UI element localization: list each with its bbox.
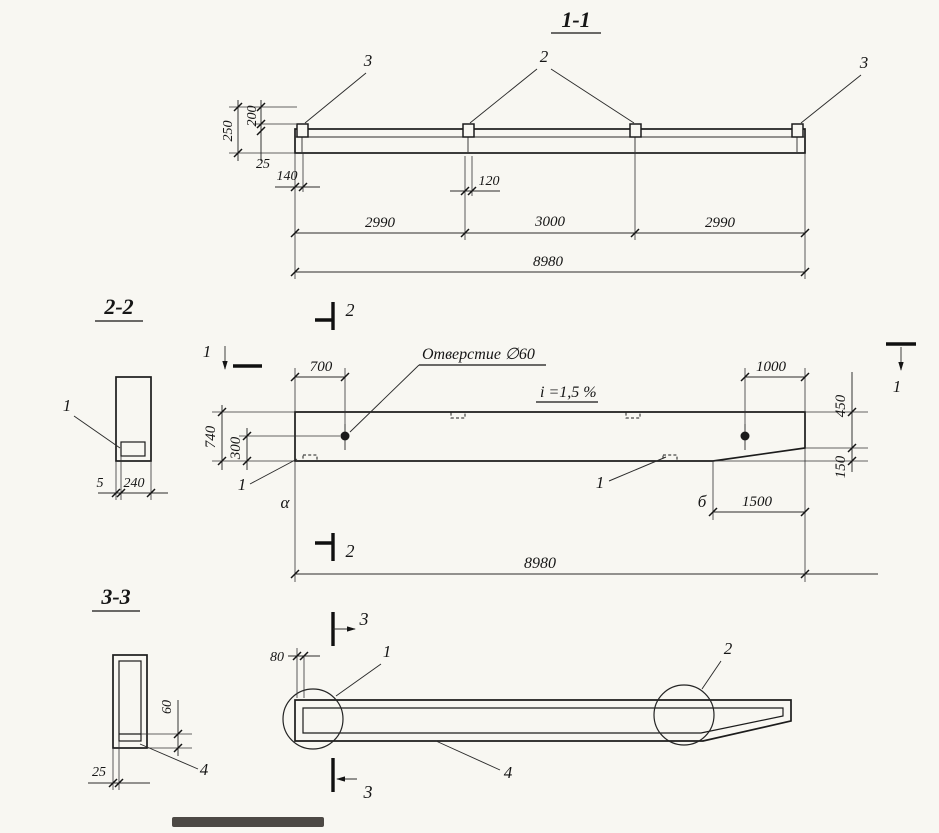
slope-note: i =1,5 % [540, 384, 597, 401]
dim-25: 25 [256, 157, 270, 172]
dim-3000: 3000 [534, 214, 566, 230]
view-3-3-title: 3-3 [100, 584, 130, 609]
callout-4-bottom: 4 [504, 763, 513, 782]
s11-dimension-lines [237, 100, 805, 273]
plate-mark [662, 454, 678, 462]
note-underlines [419, 364, 598, 403]
view-1-1-title: 1-1 [561, 7, 590, 32]
view-section-1-1: 1-1 3 2 3 250 200 25 140 120 2990 3000 2… [221, 7, 868, 279]
embed-plate [462, 123, 475, 138]
dim-8980-top: 8980 [533, 254, 564, 270]
callout-1-s22: 1 [63, 396, 72, 415]
callout-2-bottom: 2 [724, 639, 733, 658]
s22-dimension-ticks [111, 488, 156, 498]
hole-right [740, 431, 750, 441]
marker-2-top: 2 [346, 300, 355, 320]
plan-body-outline [294, 411, 806, 462]
dim-150: 150 [833, 455, 849, 478]
s11-dimension-ticks [233, 102, 810, 277]
embed-plate [296, 123, 309, 138]
plate-mark [450, 411, 466, 419]
dim-700: 700 [310, 359, 333, 375]
dim-1000: 1000 [756, 359, 787, 375]
dim-240: 240 [124, 476, 145, 491]
view-section-2-2: 2-2 1 5 240 [63, 294, 168, 500]
beam-flange-lines [295, 136, 805, 152]
dim-120: 120 [479, 174, 500, 189]
dim-2990-a: 2990 [365, 215, 396, 231]
view-plan: 2 2 1 1 Отверстие ∅60 i =1,5 % 700 1000 … [203, 300, 916, 582]
dim-60: 60 [160, 700, 175, 714]
marker-2-bottom: 2 [346, 541, 355, 561]
plan-callout-leaders [249, 456, 667, 485]
dim-5: 5 [97, 476, 104, 491]
chord-inner-outline [302, 707, 784, 734]
plan-dimension-lines [221, 372, 878, 575]
dim-740: 740 [203, 425, 219, 448]
section-cut-marks [233, 302, 916, 561]
hole-note-leader [349, 364, 420, 433]
plate-mark [302, 454, 318, 462]
view-section-3-3: 3-3 60 25 4 [88, 584, 209, 790]
callout-2-mid: 2 [540, 47, 549, 66]
callout-1-plan-left: 1 [238, 475, 247, 494]
dim-80: 80 [270, 650, 284, 665]
callout-3-left: 3 [363, 51, 373, 70]
s11-callout-leaders [304, 68, 862, 124]
detail-circle-1 [282, 688, 344, 750]
beam-body-outline [294, 128, 806, 154]
marker-1-right: 1 [893, 377, 902, 396]
bottom-callout-leaders [335, 660, 722, 771]
callout-1-plan-right: 1 [596, 473, 605, 492]
detail-circle-2 [653, 684, 715, 746]
s11-extension-lines [229, 106, 806, 279]
dim-300: 300 [228, 436, 244, 460]
chord-outer-outline [294, 699, 792, 742]
marker-3-bottom: 3 [363, 782, 373, 802]
s33-callout-leader [139, 743, 199, 770]
dim-250: 250 [221, 121, 236, 142]
dim-140: 140 [277, 169, 298, 184]
callout-1-bottom: 1 [383, 642, 392, 661]
section-2-2-bottom-plate [120, 441, 146, 457]
label-alpha: α [281, 493, 291, 512]
dim-2990-b: 2990 [705, 215, 736, 231]
s33-extension-lines [112, 733, 192, 790]
scan-artifact [172, 817, 324, 827]
hole-left [340, 431, 350, 441]
s22-callout-leader [73, 415, 121, 449]
label-be: б [698, 492, 707, 511]
plan-dimension-ticks [217, 372, 857, 579]
dim-450: 450 [833, 394, 849, 417]
view-bottom-chord: 3 3 80 1 2 4 [270, 609, 792, 802]
section-2-2-profile [115, 376, 152, 462]
callout-4-s33: 4 [200, 760, 209, 779]
s33-dimension-ticks [108, 729, 183, 788]
bottom-dimension-ticks [292, 651, 309, 661]
hole-center-lines [344, 424, 746, 450]
section-3-3-inner-profile [118, 660, 142, 742]
marker-3-top: 3 [359, 609, 369, 629]
embed-plate [791, 123, 804, 138]
dim-8980-bottom: 8980 [524, 555, 556, 572]
hole-note: Отверстие ∅60 [422, 346, 535, 363]
section-3-3-outer-profile [112, 654, 148, 749]
marker-1-left: 1 [203, 342, 212, 361]
plan-extension-lines [212, 368, 868, 582]
hidden-plate-marks [302, 411, 678, 462]
dim-200: 200 [245, 106, 260, 127]
dim-25-s33: 25 [92, 765, 106, 780]
plate-mark [625, 411, 641, 419]
dim-1500: 1500 [742, 494, 773, 510]
embed-plates [296, 123, 804, 138]
view-2-2-title: 2-2 [103, 294, 133, 319]
embed-plate [629, 123, 642, 138]
callout-3-right: 3 [859, 53, 869, 72]
